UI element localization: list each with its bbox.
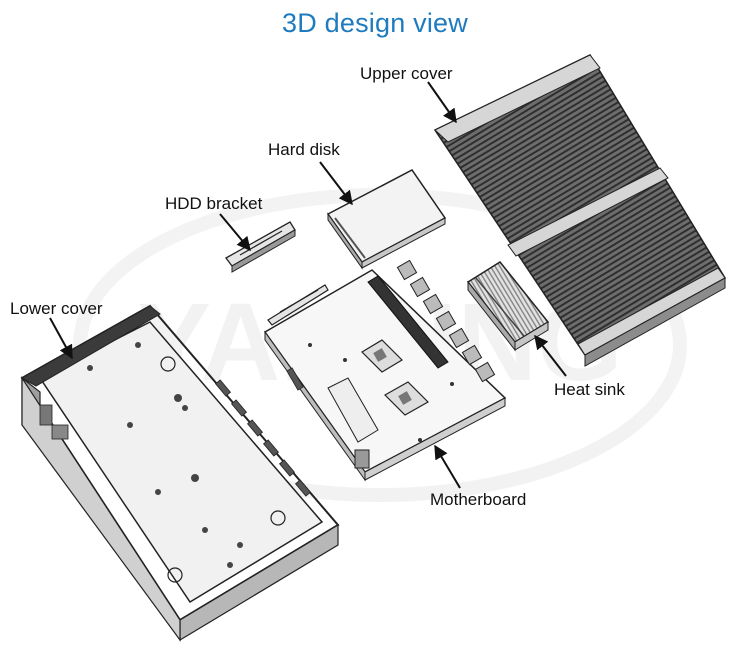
arrow-motherboard bbox=[434, 444, 461, 489]
pointer-arrows bbox=[49, 81, 567, 489]
arrow-lower-cover bbox=[49, 317, 73, 360]
motherboard-bracket-part bbox=[267, 284, 329, 326]
arrow-hard-disk bbox=[319, 161, 353, 206]
upper-cover-part bbox=[433, 54, 727, 367]
label-heat-sink: Heat sink bbox=[554, 380, 625, 399]
hard-disk-part bbox=[326, 169, 447, 270]
arrow-heat-sink bbox=[534, 334, 567, 377]
arrow-hdd-bracket bbox=[219, 213, 251, 252]
label-upper-cover: Upper cover bbox=[360, 64, 453, 83]
label-hard-disk: Hard disk bbox=[268, 140, 340, 159]
motherboard-part bbox=[263, 259, 507, 482]
heat-sink-part bbox=[466, 261, 550, 352]
label-lower-cover: Lower cover bbox=[10, 299, 103, 318]
arrow-upper-cover bbox=[427, 81, 457, 124]
label-motherboard: Motherboard bbox=[430, 490, 527, 509]
diagram-title: 3D design view bbox=[282, 8, 468, 38]
lower-cover-part bbox=[20, 304, 340, 642]
label-hdd-bracket: HDD bracket bbox=[165, 194, 263, 213]
hdd-bracket-part bbox=[225, 221, 296, 273]
